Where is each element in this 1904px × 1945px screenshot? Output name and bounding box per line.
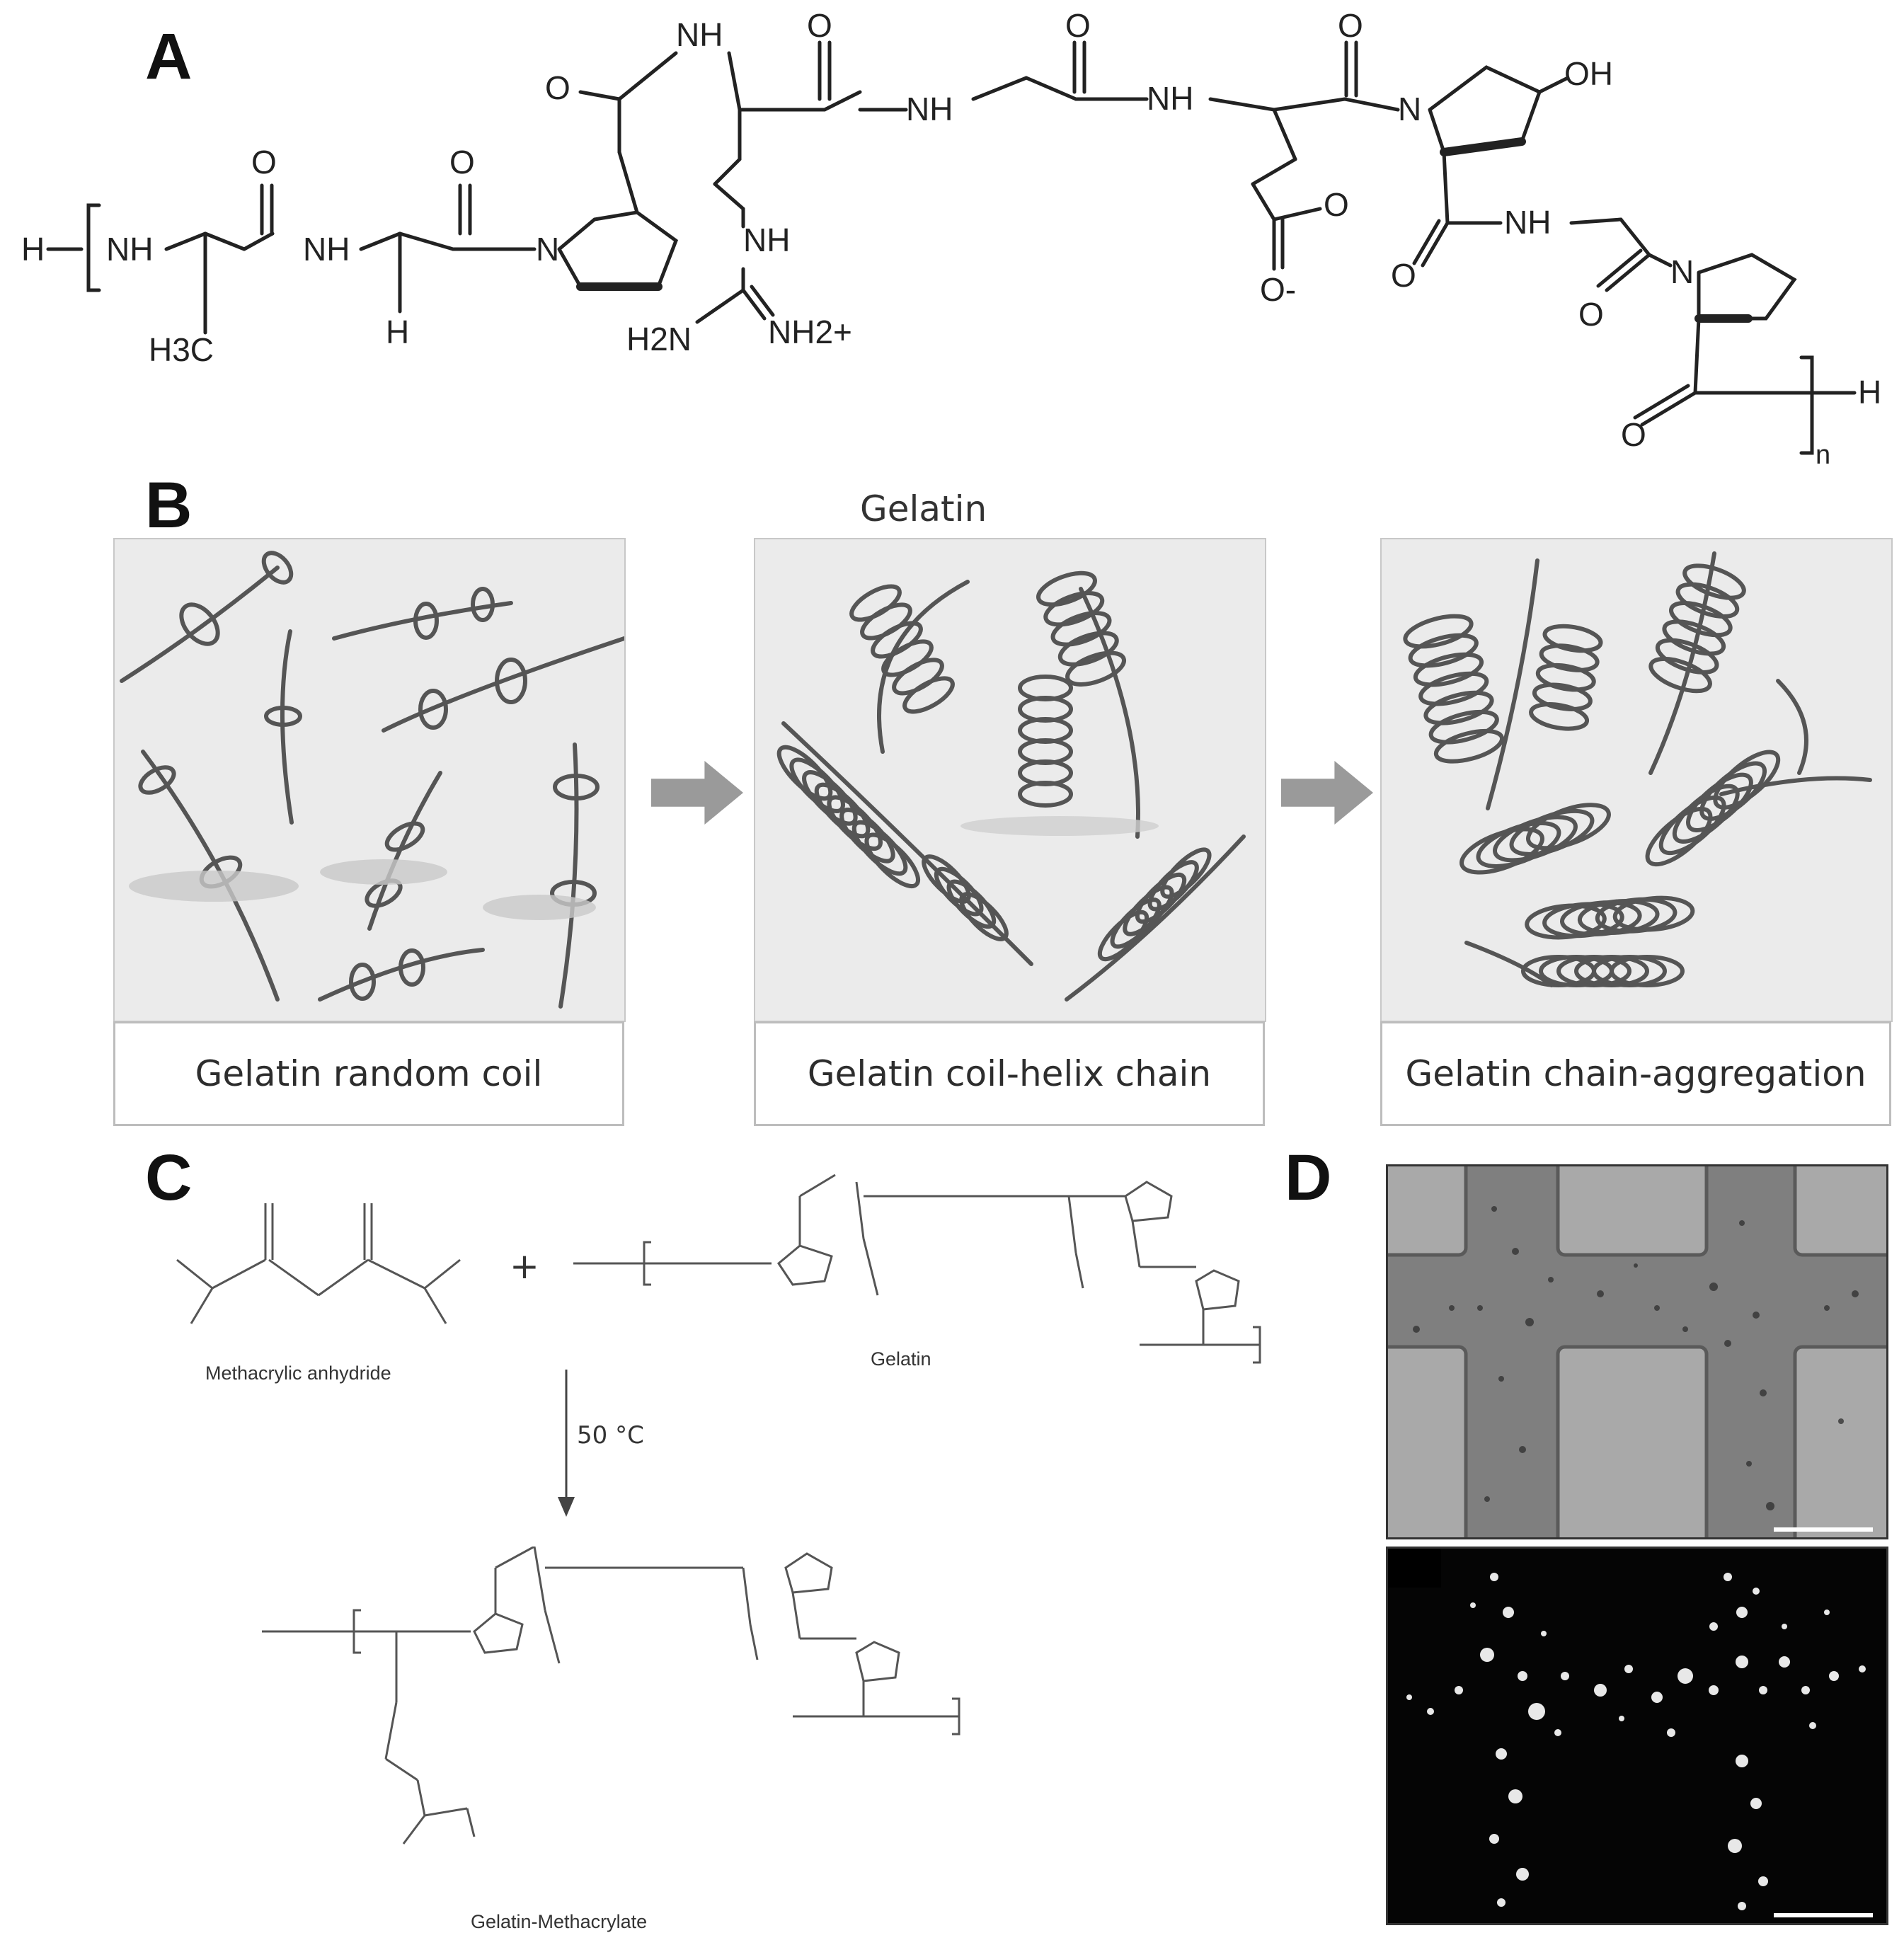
methacrylic-anhydride-structure xyxy=(176,1203,461,1324)
atom-n-pro2: N xyxy=(1670,253,1694,290)
gelatin-structure-small xyxy=(573,1174,1261,1364)
atom-nh-4: NH xyxy=(743,222,790,258)
brightfield-micrograph xyxy=(1386,1164,1888,1539)
panel-a-letter: A xyxy=(145,21,193,93)
panel-b-letter: B xyxy=(145,469,193,541)
atom-nh-5: NH xyxy=(906,91,953,127)
atom-h-gly: H xyxy=(386,314,409,350)
atom-o-9: O xyxy=(1578,296,1604,333)
arrow-right-icon xyxy=(1281,761,1373,825)
atom-o-minus: O- xyxy=(1260,271,1296,308)
atom-n-pro1: N xyxy=(536,231,559,268)
atom-o-10: O xyxy=(1621,416,1646,453)
chain-aggregation-image xyxy=(1380,538,1893,1022)
caption-random-coil: Gelatin random coil xyxy=(113,1021,624,1126)
repeat-n: n xyxy=(1816,440,1830,467)
atom-nh-6: NH xyxy=(1147,80,1193,117)
atom-o-4: O xyxy=(807,7,832,44)
atom-h3c: H3C xyxy=(149,331,214,368)
atom-o-7: O xyxy=(1324,186,1349,223)
arrow-right-icon xyxy=(651,761,743,825)
reactant-methacrylic-anhydride: Methacrylic anhydride xyxy=(205,1362,391,1384)
gelatin-methacrylate-structure xyxy=(262,1547,960,1844)
atom-h-right: H xyxy=(1858,374,1881,411)
atom-o-3: O xyxy=(545,69,570,106)
atom-nh-2: NH xyxy=(303,231,350,268)
fluorescence-micrograph xyxy=(1386,1547,1888,1925)
gelatin-structure-a: H NH NH N O O H H3C O NH NH H2N NH2+ O N… xyxy=(21,7,1881,467)
panel-c-letter: C xyxy=(145,1142,193,1214)
atom-h-left: H xyxy=(21,231,45,268)
atom-nh-3: NH xyxy=(676,16,723,53)
reactant-gelatin: Gelatin xyxy=(871,1348,931,1370)
caption-chain-aggregation: Gelatin chain-aggregation xyxy=(1380,1021,1891,1126)
random-coil-image xyxy=(113,538,626,1022)
atom-nh-1: NH xyxy=(106,231,153,268)
atom-o-5: O xyxy=(1065,7,1091,44)
atom-o-8: O xyxy=(1391,257,1416,294)
product-gelatin-methacrylate: Gelatin-Methacrylate xyxy=(471,1911,648,1932)
atom-nh-7: NH xyxy=(1504,204,1551,241)
atom-o-2: O xyxy=(449,144,475,180)
atom-oh: OH xyxy=(1564,55,1613,92)
scale-bar xyxy=(1774,1527,1873,1532)
atom-h2n: H2N xyxy=(626,321,692,357)
reaction-condition: 50 °C xyxy=(577,1421,644,1450)
reaction-arrow-icon xyxy=(558,1370,575,1517)
coil-helix-image xyxy=(754,538,1266,1022)
panel-b-title: Gelatin xyxy=(860,488,987,529)
atom-nh2-plus: NH2+ xyxy=(768,314,852,350)
panel-d-letter: D xyxy=(1285,1142,1332,1214)
scale-bar xyxy=(1774,1913,1873,1917)
atom-n-hyp: N xyxy=(1398,91,1421,127)
plus-sign: + xyxy=(510,1246,539,1287)
atom-o-1: O xyxy=(251,144,277,180)
atom-o-6: O xyxy=(1338,7,1363,44)
caption-coil-helix: Gelatin coil-helix chain xyxy=(754,1021,1265,1126)
